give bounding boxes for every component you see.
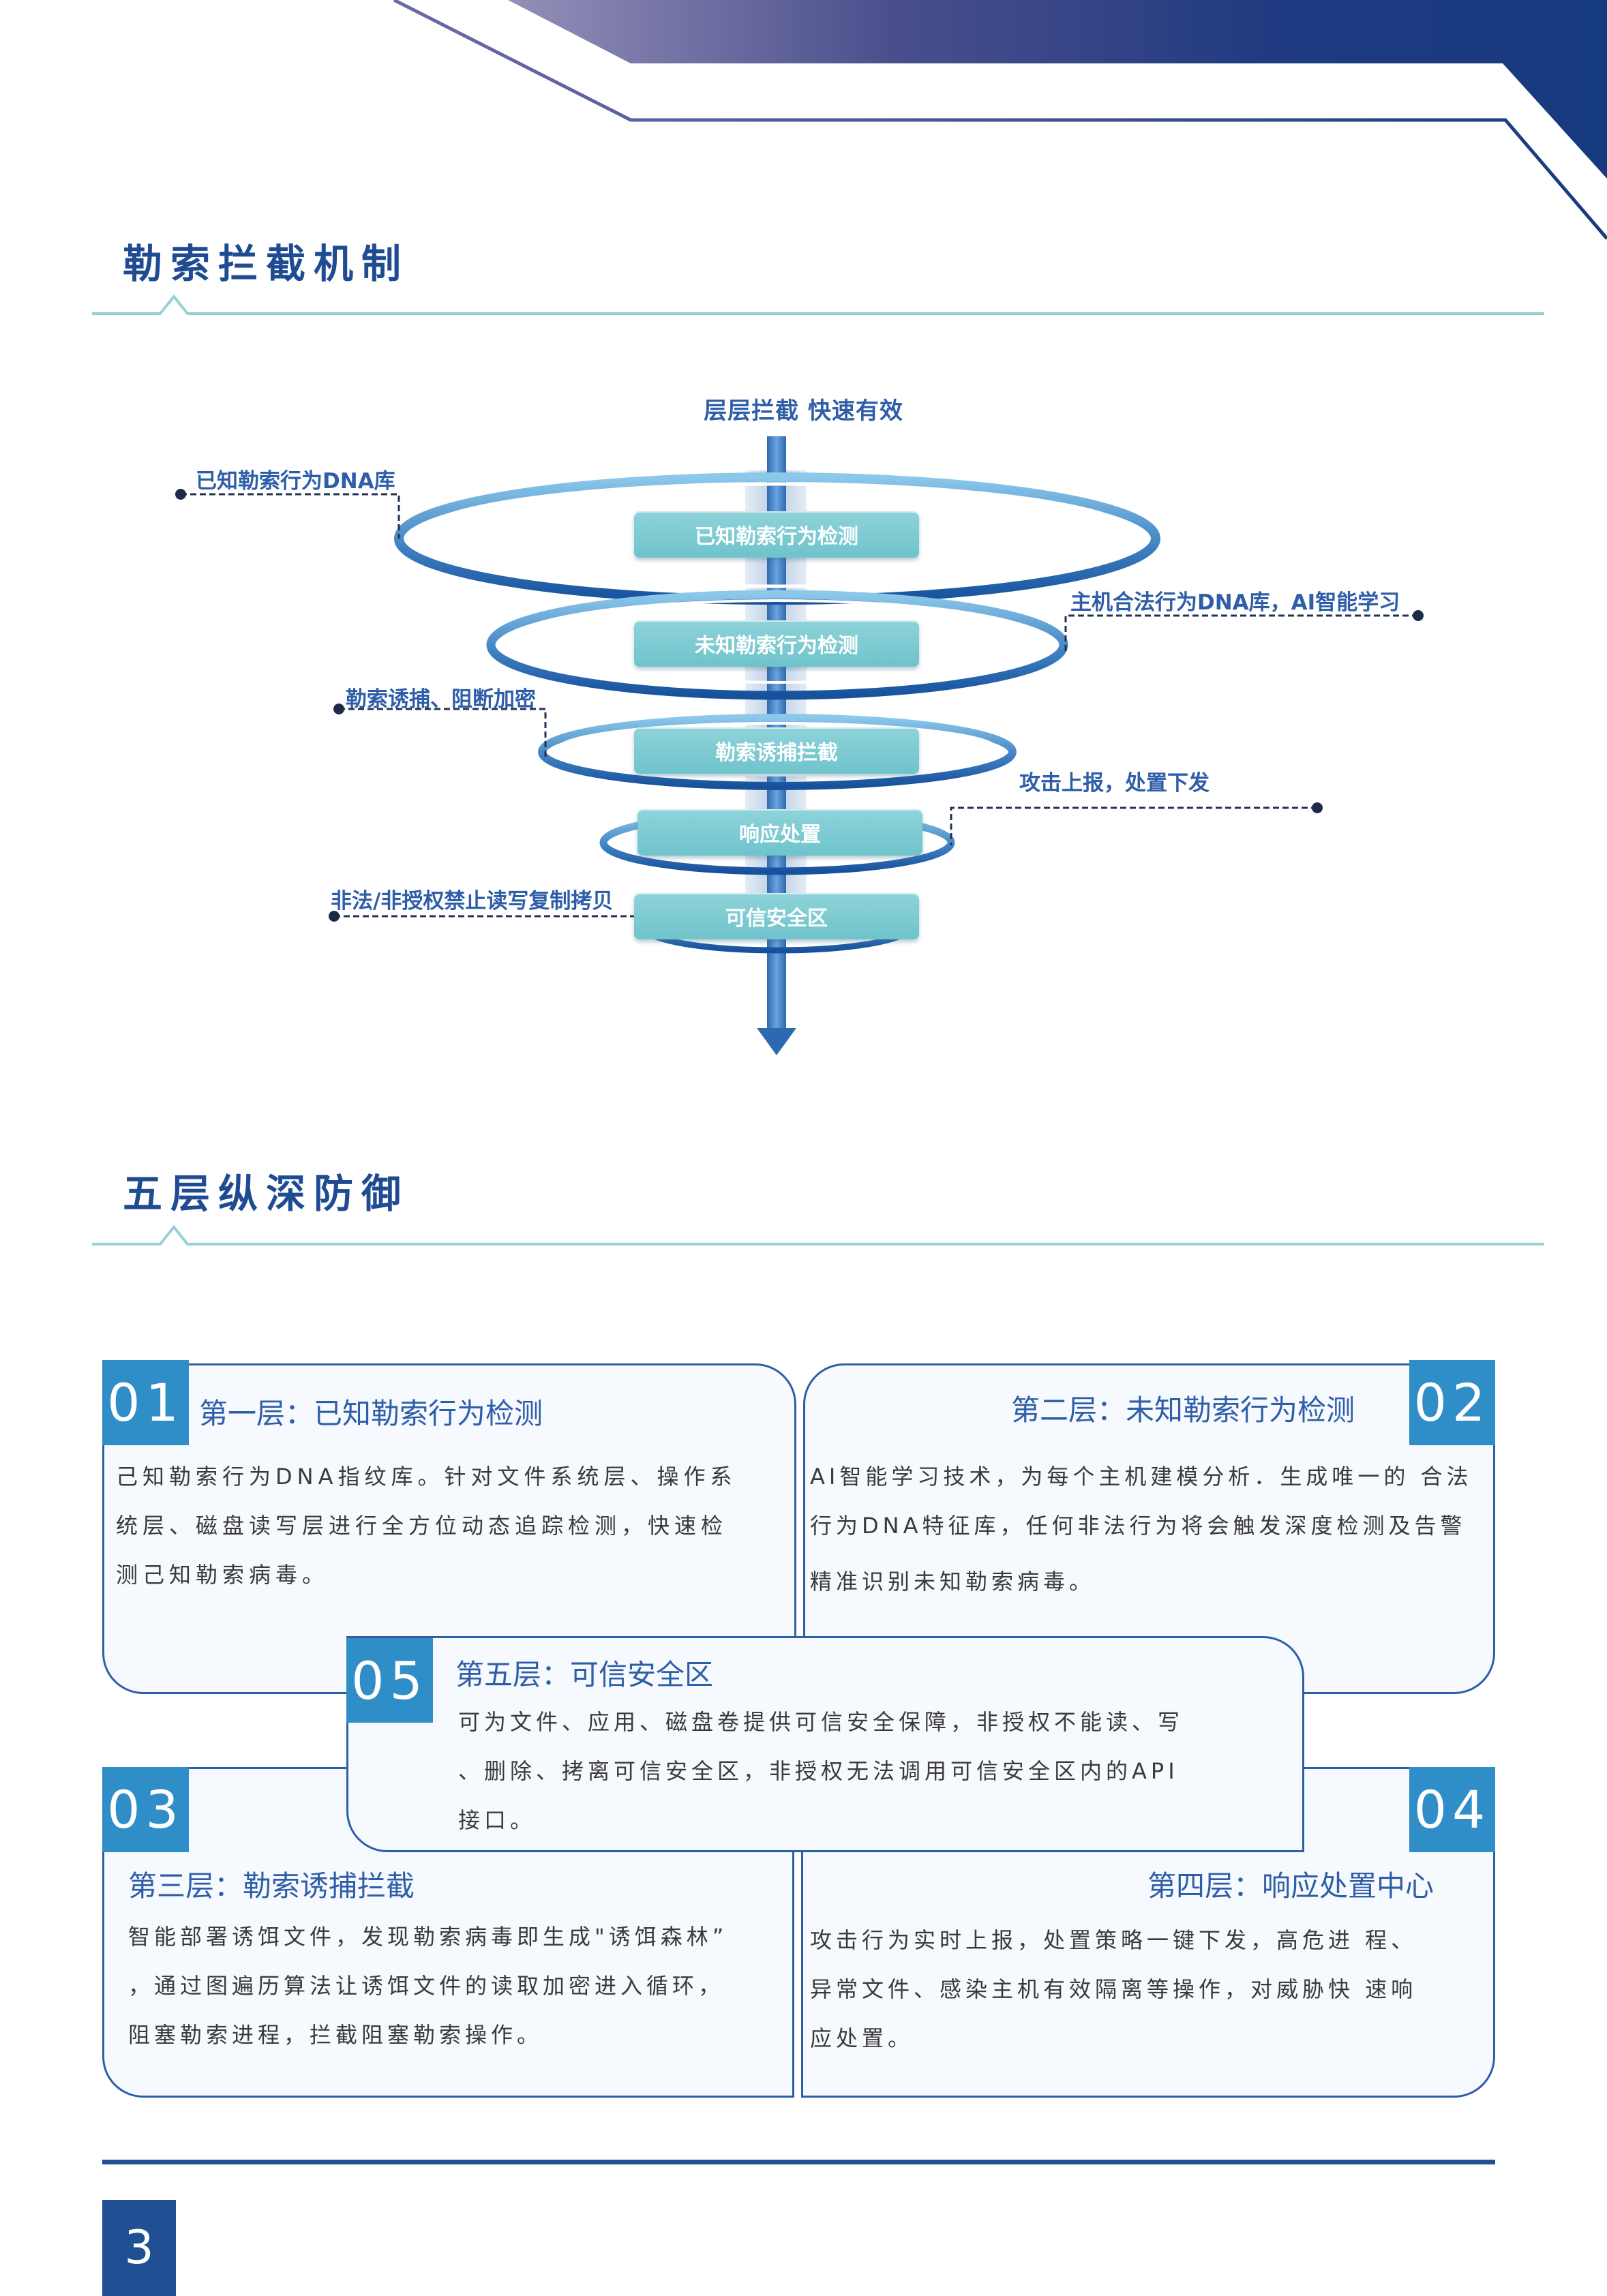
card-line: 精准识别未知勒索病毒。 (810, 1569, 1096, 1595)
funnel-tagline: 层层拦截 快速有效 (704, 397, 903, 425)
card-number-2: 02 (1409, 1360, 1495, 1445)
funnel-layer-1: 已知勒索行为检测 (634, 511, 919, 558)
card-line: 应处置。 (810, 2025, 914, 2051)
ring-2 (486, 590, 1068, 700)
card-title-1: 第一层：已知勒索行为检测 (199, 1397, 543, 1430)
card-number-4: 04 (1409, 1767, 1495, 1852)
header-decoration (393, 0, 1607, 240)
card-line: 己知勒索行为DNA指纹库。针对文件系统层、操作系 (116, 1464, 737, 1490)
card-line: AI智能学习技术，为每个主机建模分析．生成唯一的 合法 (810, 1464, 1473, 1490)
callout-5: 非法/非授权禁止读写复制拷贝 (331, 889, 614, 913)
funnel-layer-2: 未知勒索行为检测 (634, 620, 919, 667)
title-underline (92, 1224, 1544, 1245)
callout-2: 主机合法行为DNA库，AI智能学习 (1070, 590, 1400, 615)
connector-4 (950, 806, 1317, 845)
ring-3 (538, 714, 1017, 790)
card-number-5: 05 (346, 1638, 433, 1723)
section-title-defense: 五层纵深防御 (123, 1170, 410, 1217)
card-body-2: AI智能学习技术，为每个主机建模分析．生成唯一的 合法 行为DNA特征库，任何非… (810, 1452, 1473, 1606)
connector-1 (181, 493, 400, 539)
callout-3: 勒索诱捕、阻断加密 (346, 687, 536, 712)
card-line: 接口。 (458, 1807, 537, 1833)
card-line: ，通过图遍历算法让诱饵文件的读取加密进入循环， (128, 1973, 725, 1999)
connector-dot-5 (329, 911, 340, 922)
header-line (393, 0, 1607, 240)
card-title-2: 第二层：未知勒索行为检测 (1011, 1393, 1355, 1427)
connector-dot-2 (1413, 610, 1424, 621)
funnel-arrow-head (757, 1028, 796, 1055)
card-number-1: 01 (102, 1360, 189, 1445)
card-title-3: 第三层：勒索诱捕拦截 (128, 1869, 415, 1903)
footer-rule (102, 2160, 1495, 2164)
layer-card-5 (346, 1636, 1304, 1852)
connector-dot-3 (333, 704, 344, 714)
card-number-3: 03 (102, 1767, 189, 1852)
callout-1: 已知勒索行为DNA库 (196, 469, 395, 494)
card-body-4: 攻击行为实时上报，处置策略一键下发，高危进 程、 异常文件、感染主机有效隔离等操… (810, 1916, 1417, 2063)
card-line: 统层、磁盘读写层进行全方位动态追踪检测，快速检 (116, 1513, 728, 1539)
card-line: 异常文件、感染主机有效隔离等操作，对威胁快 速响 (810, 1976, 1417, 2002)
card-title-5: 第五层：可信安全区 (455, 1658, 714, 1691)
connector-3 (339, 708, 547, 757)
funnel-layer-3: 勒索诱捕拦截 (634, 727, 919, 774)
card-line: 、删除、拷离可信安全区，非授权无法调用可信安全区内的API (458, 1758, 1179, 1784)
card-body-1: 己知勒索行为DNA指纹库。针对文件系统层、操作系 统层、磁盘读写层进行全方位动态… (116, 1452, 736, 1599)
callout-4: 攻击上报，处置下发 (1019, 771, 1210, 796)
card-line: 可为文件、应用、磁盘卷提供可信安全保障，非授权不能读、写 (458, 1709, 1184, 1735)
connector-dot-1 (175, 489, 186, 500)
card-title-4: 第四层：响应处置中心 (1147, 1869, 1435, 1903)
connector-2 (1064, 614, 1418, 651)
connector-dot-4 (1312, 802, 1323, 813)
card-line: 阻塞勒索进程，拦截阻塞勒索操作。 (128, 2022, 543, 2048)
card-body-3: 智能部署诱饵文件，发现勒索病毒即生成"诱饵森林” ，通过图遍历算法让诱饵文件的读… (128, 1912, 727, 2059)
page-number: 3 (102, 2200, 176, 2296)
funnel-layer-4: 响应处置 (637, 809, 922, 856)
card-line: 智能部署诱饵文件，发现勒索病毒即生成"诱饵森林” (128, 1924, 728, 1950)
card-line: 测己知勒索病毒。 (116, 1562, 329, 1588)
card-line: 攻击行为实时上报，处置策略一键下发，高危进 程、 (810, 1927, 1417, 1953)
title-underline (92, 294, 1544, 315)
section-title-mechanism: 勒索拦截机制 (123, 241, 410, 287)
funnel-layer-5: 可信安全区 (634, 893, 919, 939)
card-line: 行为DNA特征库，任何非法行为将会触发深度检测及告警 (810, 1513, 1467, 1539)
card-body-5: 可为文件、应用、磁盘卷提供可信安全保障，非授权不能读、写 、删除、拷离可信安全区… (458, 1697, 1184, 1845)
header-band (508, 0, 1607, 179)
